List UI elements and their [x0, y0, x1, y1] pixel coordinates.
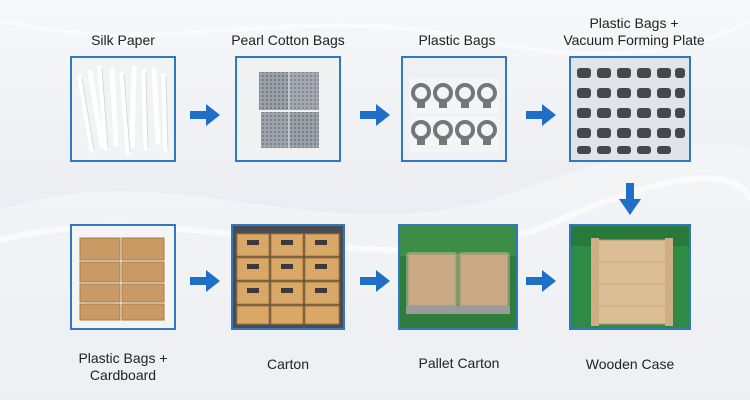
step-label: Pearl Cotton Bags [231, 32, 345, 48]
arrow-down-icon [619, 183, 641, 215]
step-label-line1: Plastic Bags + [78, 350, 168, 366]
pearl-cotton-bags-photo [235, 56, 341, 162]
carton-photo [231, 224, 345, 330]
cardboard-photo [70, 224, 176, 330]
pallet-carton-photo [398, 224, 518, 330]
step-label: Carton [266, 356, 310, 372]
step-label-line1: Plastic Bags + [589, 15, 679, 31]
arrow-right-icon [190, 270, 220, 292]
step-label-line2: Vacuum Forming Plate [563, 32, 705, 48]
arrow-right-icon [360, 104, 390, 126]
arrow-right-icon [526, 270, 556, 292]
arrow-right-icon [526, 104, 556, 126]
plastic-bags-photo [401, 56, 507, 162]
vacuum-forming-plate-photo [569, 56, 691, 162]
step-label: Plastic Bags [418, 32, 496, 48]
silk-paper-photo [70, 56, 176, 162]
arrow-right-icon [190, 104, 220, 126]
arrow-right-icon [360, 270, 390, 292]
step-label: Silk Paper [91, 32, 155, 48]
step-label: Wooden Case [585, 356, 675, 372]
step-label: Pallet Carton [418, 355, 500, 371]
step-label-line2: Cardboard [89, 367, 157, 383]
wooden-case-photo [569, 224, 691, 330]
